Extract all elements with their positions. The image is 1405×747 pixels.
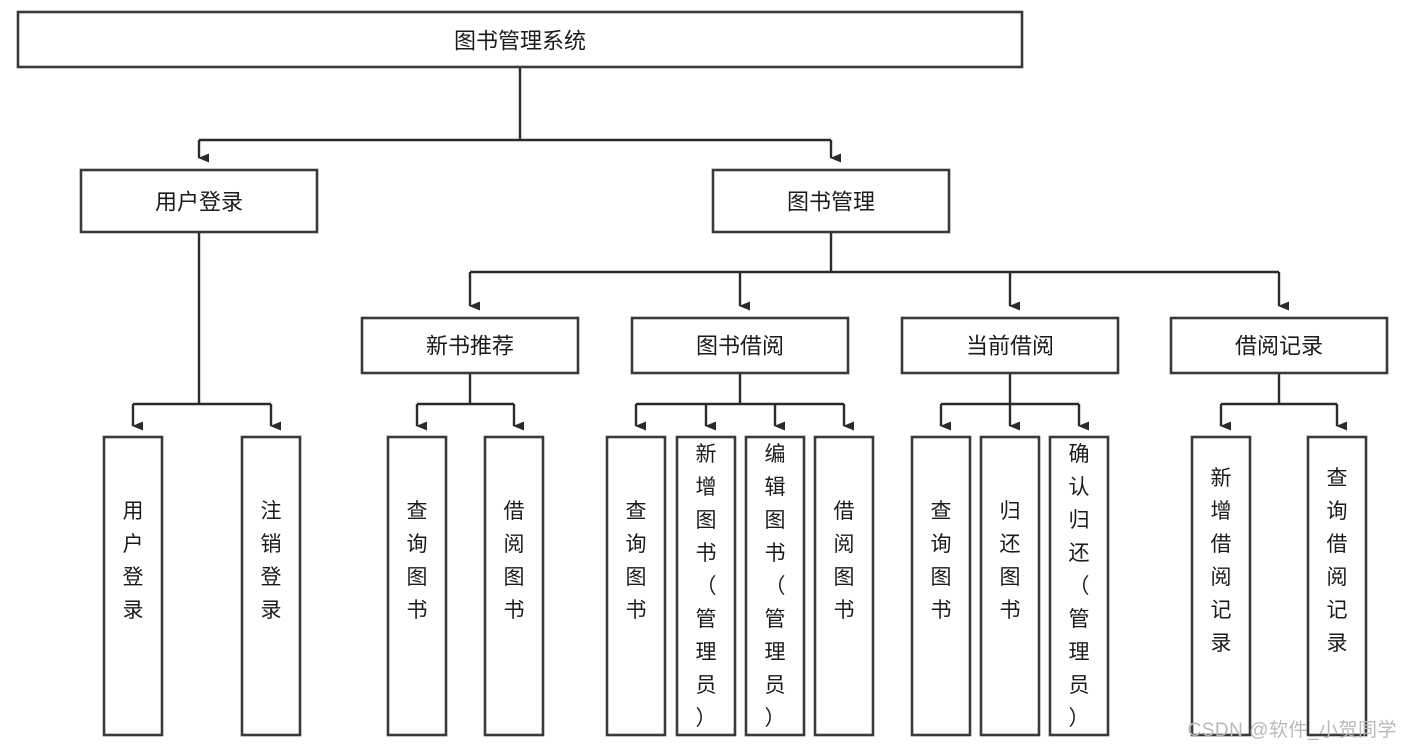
node-current-borrow-box xyxy=(900,316,1120,375)
node-root-label: 图书管理系统 xyxy=(454,29,586,54)
leaf-node[interactable]: 用户登录 xyxy=(102,435,164,737)
node-user-login[interactable]: 用户登录 xyxy=(79,168,319,234)
leaf-borrow-record-1-label: 查询借阅记录 xyxy=(1327,467,1348,655)
leaf-node[interactable]: 注销登录 xyxy=(240,435,302,737)
leaf-node[interactable]: 借阅图书 xyxy=(483,435,545,737)
leaf-new-book-0-label: 查询图书 xyxy=(407,500,428,622)
leaf-current-borrow-2-box xyxy=(1048,435,1110,737)
leaf-current-borrow-0-box xyxy=(910,435,972,737)
leaf-book-borrow-2-box xyxy=(744,435,806,737)
node-new-book-recommend[interactable]: 新书推荐 xyxy=(360,316,580,375)
edges-root-to-level2 xyxy=(197,67,841,163)
leaf-current-borrow-2-label: 确认归还（管理员） xyxy=(1069,443,1090,730)
edges-bookborrow-to-leaves xyxy=(634,373,854,431)
leaf-user-login-0-box xyxy=(102,435,164,737)
edges-currentborrow-to-leaves xyxy=(939,373,1089,431)
node-borrow-record[interactable]: 借阅记录 xyxy=(1169,316,1389,375)
edges-borrowrecord-to-leaves xyxy=(1219,373,1347,431)
watermark: CSDN @软件_小贺同学 xyxy=(1187,720,1397,741)
leaf-borrow-record-1-box xyxy=(1306,435,1368,737)
node-new-book-recommend-box xyxy=(360,316,580,375)
leaf-user-login-1-box xyxy=(240,435,302,737)
leaf-borrow-record-0-label: 新增借阅记录 xyxy=(1211,467,1232,655)
node-book-borrow-label: 图书借阅 xyxy=(696,334,784,359)
node-book-borrow-box xyxy=(630,316,850,375)
leaf-book-borrow-3-label: 借阅图书 xyxy=(834,500,855,622)
leaf-book-borrow-2-label: 编辑图书（管理员） xyxy=(765,443,786,730)
leaf-node[interactable]: 编辑图书（管理员） xyxy=(744,435,806,737)
node-book-manage-label: 图书管理 xyxy=(787,190,875,215)
leaf-borrow-record-0-box xyxy=(1190,435,1252,737)
node-new-book-recommend-label: 新书推荐 xyxy=(426,334,514,359)
node-current-borrow[interactable]: 当前借阅 xyxy=(900,316,1120,375)
node-root[interactable]: 图书管理系统 xyxy=(16,10,1024,69)
leaf-node[interactable]: 查询借阅记录 xyxy=(1306,435,1368,737)
leaf-user-login-1-label: 注销登录 xyxy=(261,500,282,622)
leaf-node[interactable]: 借阅图书 xyxy=(813,435,875,737)
node-borrow-record-box xyxy=(1169,316,1389,375)
node-borrow-record-label: 借阅记录 xyxy=(1235,334,1323,359)
leaf-book-borrow-1-box xyxy=(675,435,737,737)
leaf-book-borrow-0-label: 查询图书 xyxy=(626,500,647,622)
node-current-borrow-label: 当前借阅 xyxy=(966,334,1054,359)
edges-bookmanage-to-level3 xyxy=(468,232,1289,311)
leaf-new-book-0-box xyxy=(386,435,448,737)
leaf-new-book-1-label: 借阅图书 xyxy=(504,500,525,622)
leaf-current-borrow-1-label: 归还图书 xyxy=(1000,500,1021,622)
leaf-book-borrow-1-label: 新增图书（管理员） xyxy=(696,443,717,730)
node-user-login-label: 用户登录 xyxy=(155,190,243,215)
leaf-user-login-0-label: 用户登录 xyxy=(123,500,144,622)
leaf-node[interactable]: 查询图书 xyxy=(910,435,972,737)
node-book-manage-box xyxy=(711,168,951,234)
leaf-new-book-1-box xyxy=(483,435,545,737)
leaf-node[interactable]: 确认归还（管理员） xyxy=(1048,435,1110,737)
edges-newbook-to-leaves xyxy=(415,373,524,431)
leaf-current-borrow-0-label: 查询图书 xyxy=(931,500,952,622)
leaf-current-borrow-1-box xyxy=(979,435,1041,737)
leaf-book-borrow-3-box xyxy=(813,435,875,737)
leaf-node[interactable]: 归还图书 xyxy=(979,435,1041,737)
node-user-login-box xyxy=(79,168,319,234)
leaf-node[interactable]: 新增图书（管理员） xyxy=(675,435,737,737)
leaf-book-borrow-0-box xyxy=(605,435,667,737)
leaf-node[interactable]: 查询图书 xyxy=(386,435,448,737)
node-book-manage[interactable]: 图书管理 xyxy=(711,168,951,234)
leaf-node[interactable]: 查询图书 xyxy=(605,435,667,737)
edges-userlogin-to-leaves xyxy=(131,232,281,431)
leaf-node[interactable]: 新增借阅记录 xyxy=(1190,435,1252,737)
node-root-box xyxy=(16,10,1024,69)
node-book-borrow[interactable]: 图书借阅 xyxy=(630,316,850,375)
